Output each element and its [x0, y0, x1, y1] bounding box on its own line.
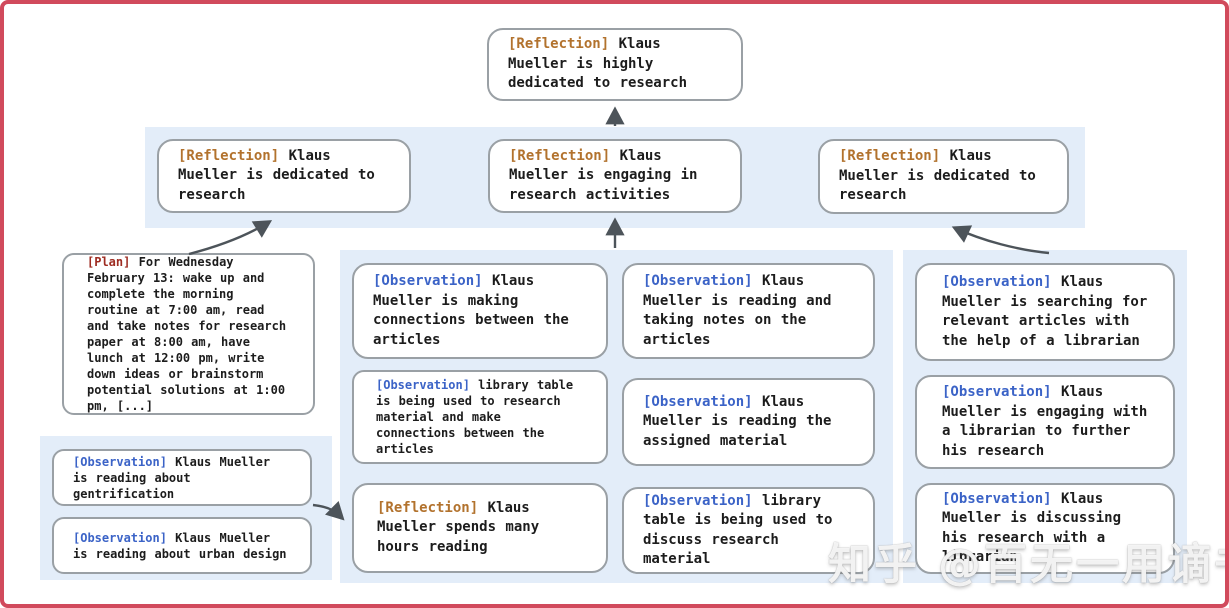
node-body: Klaus Mueller is reading about gentrific…	[73, 454, 271, 501]
node-body: Klaus Mueller is dedicated to research	[839, 148, 1036, 204]
node-observation-searching-articles: [Observation] Klaus Mueller is searching…	[915, 263, 1175, 361]
reflection-tag: [Reflection]	[508, 36, 610, 53]
observation-tag: [Observation]	[376, 378, 470, 392]
node-reflection-left: [Reflection] Klaus Mueller is dedicated …	[157, 139, 411, 213]
plan-tag: [Plan]	[87, 255, 131, 269]
node-text: [Observation] Klaus Mueller is reading t…	[643, 393, 854, 452]
observation-tag: [Observation]	[643, 273, 753, 289]
node-reflection-hours-reading: [Reflection] Klaus Mueller spends many h…	[352, 483, 608, 573]
node-text: [Reflection] Klaus Mueller is dedicated …	[178, 147, 390, 206]
node-observation-taking-notes: [Observation] Klaus Mueller is reading a…	[622, 263, 875, 359]
observation-tag: [Observation]	[373, 273, 483, 289]
node-text: [Observation] Klaus Mueller is reading a…	[73, 530, 291, 562]
node-body: Klaus Mueller is engaging in research ac…	[509, 147, 698, 203]
node-observation-discussing-research: [Observation] Klaus Mueller is discussin…	[915, 483, 1175, 574]
node-body: Klaus Mueller is searching for relevant …	[942, 274, 1148, 349]
node-body: Klaus Mueller is engaging with a librari…	[942, 384, 1148, 459]
observation-tag: [Observation]	[73, 530, 167, 545]
node-body: Klaus Mueller is reading and taking note…	[643, 273, 832, 348]
node-observation-connections: [Observation] Klaus Mueller is making co…	[352, 263, 608, 359]
node-text: [Reflection] Klaus Mueller spends many h…	[377, 499, 583, 558]
node-text: [Observation] Klaus Mueller is discussin…	[942, 490, 1148, 568]
node-reflection-right: [Reflection] Klaus Mueller is dedicated …	[818, 139, 1069, 214]
node-observation-library-discuss: [Observation] library table is being use…	[622, 487, 875, 574]
reflection-tag: [Reflection]	[178, 147, 280, 164]
reflection-tag: [Reflection]	[509, 147, 611, 164]
node-text: [Observation] Klaus Mueller is engaging …	[942, 383, 1148, 461]
node-body: library table is being used to research …	[376, 378, 574, 456]
node-text: [Observation] Klaus Mueller is reading a…	[643, 272, 854, 350]
node-body: Klaus Mueller is discussing his research…	[942, 490, 1122, 566]
node-observation-assigned-material: [Observation] Klaus Mueller is reading t…	[622, 378, 875, 466]
node-body: library table is being used to discuss r…	[643, 492, 833, 568]
node-text: [Observation] Klaus Mueller is making co…	[373, 272, 587, 350]
observation-tag: [Observation]	[942, 384, 1052, 400]
node-observation-urban-design: [Observation] Klaus Mueller is reading a…	[52, 517, 312, 574]
observation-tag: [Observation]	[942, 490, 1052, 507]
node-body: Klaus Mueller spends many hours reading	[377, 499, 540, 555]
node-reflection-middle: [Reflection] Klaus Mueller is engaging i…	[488, 139, 742, 213]
node-text: [Reflection] Klaus Mueller is dedicated …	[839, 147, 1048, 206]
node-plan: [Plan] For Wednesday February 13: wake u…	[62, 253, 315, 415]
node-text: [Observation] Klaus Mueller is searching…	[942, 273, 1148, 351]
zhihu-watermark: 知乎 @百无一用谪书生	[828, 540, 1229, 590]
node-body: Klaus Mueller is reading about urban des…	[73, 530, 287, 561]
node-text: [Observation] Klaus Mueller is reading a…	[73, 454, 291, 502]
node-text: [Reflection] Klaus Mueller is highly ded…	[508, 35, 722, 94]
node-text: [Observation] library table is being use…	[643, 492, 854, 570]
reflection-tag: [Reflection]	[377, 499, 479, 516]
node-body: Klaus Mueller is highly dedicated to res…	[508, 36, 688, 92]
node-observation-engaging-librarian: [Observation] Klaus Mueller is engaging …	[915, 375, 1175, 469]
observation-tag: [Observation]	[643, 393, 753, 410]
observation-tag: [Observation]	[942, 274, 1052, 290]
observation-tag: [Observation]	[643, 492, 753, 509]
node-text: [Observation] library table is being use…	[376, 377, 584, 457]
node-observation-library-research: [Observation] library table is being use…	[352, 370, 608, 464]
node-body: Klaus Mueller is reading the assigned ma…	[643, 393, 832, 449]
node-text: [Plan] For Wednesday February 13: wake u…	[87, 254, 290, 414]
node-text: [Reflection] Klaus Mueller is engaging i…	[509, 147, 721, 206]
node-observation-gentrification: [Observation] Klaus Mueller is reading a…	[52, 449, 312, 506]
node-body: For Wednesday February 13: wake up and c…	[87, 255, 287, 413]
reflection-tag: [Reflection]	[839, 148, 941, 165]
node-root-reflection: [Reflection] Klaus Mueller is highly ded…	[487, 28, 743, 101]
node-body: Klaus Mueller is making connections betw…	[373, 273, 569, 348]
observation-tag: [Observation]	[73, 454, 167, 469]
node-body: Klaus Mueller is dedicated to research	[178, 147, 375, 203]
